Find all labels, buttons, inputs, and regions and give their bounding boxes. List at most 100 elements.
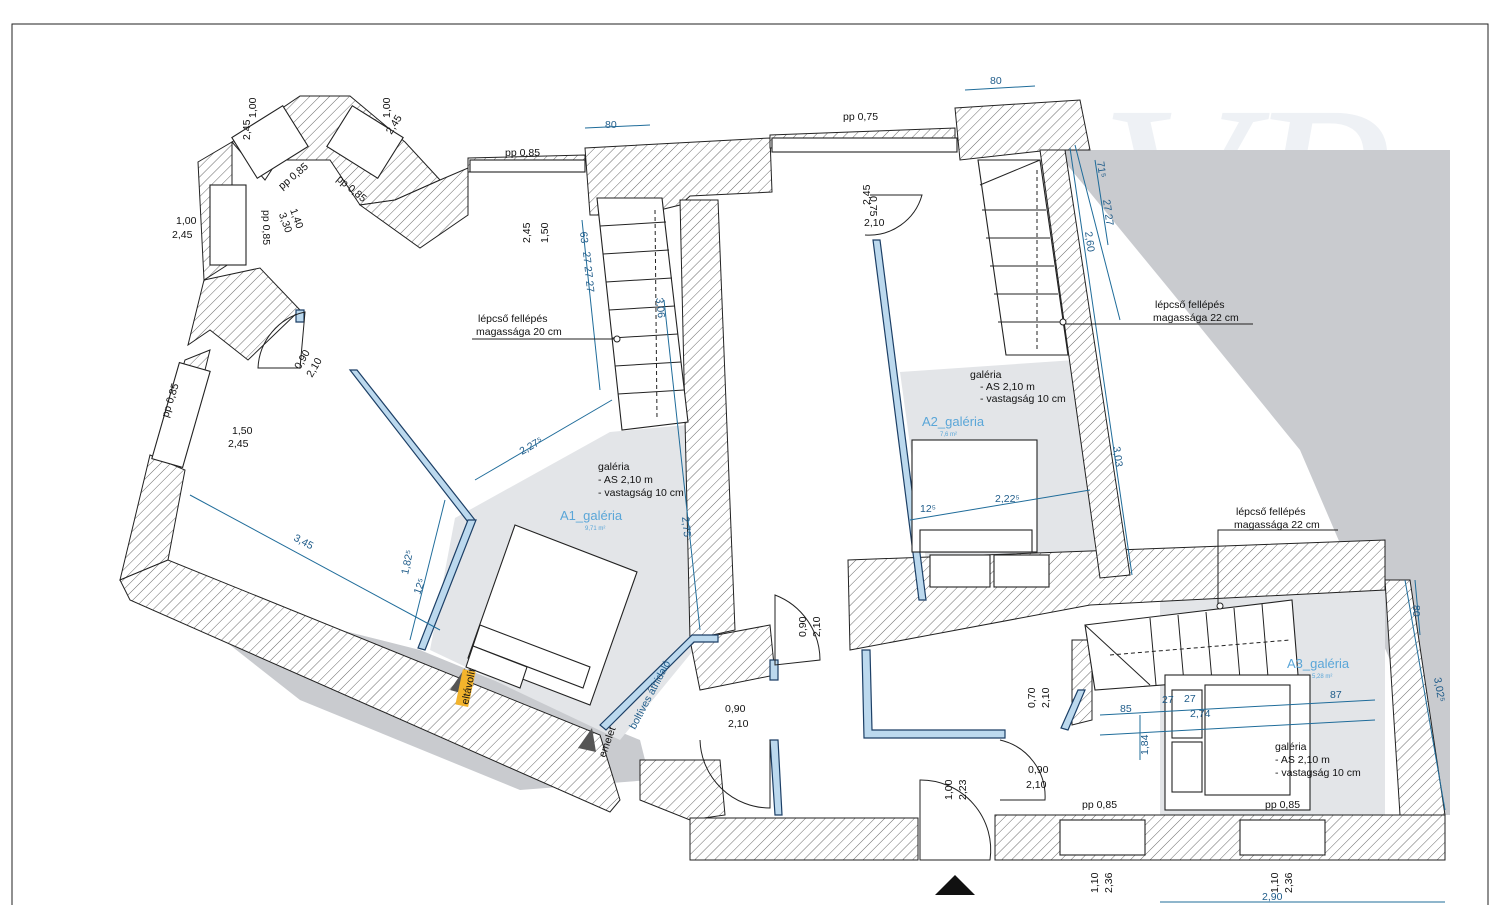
svg-text:3,06: 3,06: [653, 297, 667, 319]
door-swings: [257, 194, 1046, 861]
wall-left: [119, 454, 186, 581]
svg-text:lépcső fellépés: lépcső fellépés: [478, 313, 547, 325]
svg-text:- AS 2,10 m: - AS 2,10 m: [598, 474, 653, 486]
svg-text:27: 27: [1184, 693, 1196, 705]
gallery-a3-size: 5,28 m²: [1312, 674, 1332, 680]
dimension-lines: [189, 85, 1446, 903]
note-stair-3: lépcső fellépés magassága 22 cm: [1216, 506, 1338, 610]
gallery-a2-label: A2_galéria: [922, 414, 985, 429]
wall-center-pier: [679, 199, 736, 641]
bed-a3: [1164, 674, 1311, 811]
svg-text:2,45: 2,45: [172, 229, 193, 241]
svg-text:0,75: 0,75: [867, 196, 879, 217]
svg-text:2,10: 2,10: [1026, 779, 1047, 791]
svg-text:71⁵: 71⁵: [1094, 161, 1108, 179]
svg-text:87: 87: [1330, 689, 1342, 701]
window-labels: 1,00 2,45 1,00 2,45 1,00 2,45 1,50 2,45 …: [172, 97, 1295, 893]
svg-text:2,10: 2,10: [811, 616, 823, 637]
svg-text:1,84: 1,84: [1139, 734, 1151, 755]
roof-shadow-right: [1055, 150, 1450, 800]
svg-text:magassága 22 cm: magassága 22 cm: [1234, 519, 1320, 531]
svg-text:magassága 20 cm: magassága 20 cm: [476, 326, 562, 338]
svg-text:1,00: 1,00: [381, 97, 393, 118]
svg-text:27 27 27: 27 27 27: [580, 251, 596, 293]
sheet-frame: [11, 23, 1489, 905]
svg-text:1,10: 1,10: [1089, 872, 1101, 893]
svg-text:2,22⁵: 2,22⁵: [995, 493, 1020, 505]
svg-text:2,90: 2,90: [1262, 891, 1283, 903]
svg-text:63: 63: [577, 231, 590, 244]
svg-text:2,36: 2,36: [1103, 872, 1115, 893]
wall-bottom-left: [119, 559, 621, 813]
svg-text:0,90: 0,90: [725, 703, 746, 715]
svg-text:2,10: 2,10: [864, 217, 885, 229]
dimension-labels: 3,45 1,82⁵ 12⁵ 2,27⁵ 63 27 27 27 3,06 2,…: [292, 75, 1448, 903]
stair-2: [977, 159, 1069, 356]
svg-text:- vastagság 10 cm: - vastagság 10 cm: [598, 487, 684, 499]
svg-text:1,82⁵: 1,82⁵: [399, 549, 416, 576]
svg-text:pp 0,85: pp 0,85: [1265, 799, 1300, 811]
svg-text:galéria: galéria: [598, 461, 630, 473]
svg-text:85: 85: [1120, 703, 1132, 715]
svg-text:27 27: 27 27: [1100, 199, 1116, 227]
svg-text:2,45: 2,45: [521, 222, 533, 243]
svg-text:- AS 2,10 m: - AS 2,10 m: [1275, 754, 1330, 766]
note-stair-1: lépcső fellépés magassága 20 cm: [472, 313, 621, 343]
svg-text:pp 0,75: pp 0,75: [843, 111, 878, 123]
svg-text:1,00: 1,00: [247, 97, 259, 118]
gallery-a1-size: 9,71 m²: [585, 526, 605, 532]
svg-text:1,50: 1,50: [539, 222, 551, 243]
svg-text:lépcső fellépés: lépcső fellépés: [1155, 299, 1224, 311]
svg-text:2,36: 2,36: [1283, 872, 1295, 893]
entrance-arrow-icon: [935, 875, 975, 895]
svg-text:1,00: 1,00: [176, 215, 197, 227]
svg-text:2,75: 2,75: [679, 516, 693, 538]
note-gallery-1: galéria - AS 2,10 m - vastagság 10 cm: [598, 461, 684, 499]
note-gallery-2: galéria - AS 2,10 m - vastagság 10 cm: [970, 369, 1066, 405]
gallery-a1-label: A1_galéria: [560, 508, 623, 523]
gallery-a3-label: A3_galéria: [1287, 656, 1350, 671]
svg-text:galéria: galéria: [1275, 741, 1307, 753]
svg-text:2,10: 2,10: [728, 718, 749, 730]
wall-left-upper: [187, 267, 301, 361]
svg-text:2,23: 2,23: [957, 779, 969, 800]
note-stair-2: lépcső fellépés magassága 22 cm: [1059, 299, 1253, 326]
svg-text:80: 80: [605, 119, 617, 131]
svg-text:pp 0,85: pp 0,85: [276, 160, 311, 192]
svg-text:pp 0,85: pp 0,85: [505, 147, 540, 159]
svg-text:0,90: 0,90: [797, 616, 809, 637]
svg-text:galéria: galéria: [970, 369, 1002, 381]
svg-text:0,70: 0,70: [1026, 687, 1038, 708]
svg-text:12⁵: 12⁵: [412, 577, 429, 596]
svg-text:80: 80: [990, 75, 1002, 87]
bed-a1: [465, 524, 638, 706]
svg-text:2,45: 2,45: [861, 184, 873, 205]
svg-text:pp 0,85: pp 0,85: [260, 210, 272, 245]
svg-text:2,60: 2,60: [1082, 231, 1097, 253]
svg-text:0,90: 0,90: [1028, 764, 1049, 776]
svg-text:2,45: 2,45: [241, 119, 253, 140]
svg-text:1,50: 1,50: [232, 425, 253, 437]
wall-bottom-long: [689, 817, 919, 861]
svg-text:lépcső fellépés: lépcső fellépés: [1236, 506, 1305, 518]
svg-text:- vastagság 10 cm: - vastagság 10 cm: [1275, 767, 1361, 779]
svg-text:12⁵: 12⁵: [920, 503, 936, 515]
svg-text:1,10: 1,10: [1269, 872, 1281, 893]
stair-1: [596, 197, 689, 431]
wall-bottom-middle: [639, 759, 726, 821]
svg-text:3,45: 3,45: [292, 532, 316, 552]
svg-text:1,00: 1,00: [943, 779, 955, 800]
windows: [151, 104, 1326, 856]
svg-text:pp 0,85: pp 0,85: [1082, 799, 1117, 811]
svg-text:27: 27: [1162, 694, 1174, 706]
svg-text:3,02⁵: 3,02⁵: [1431, 676, 1447, 703]
svg-text:magassága 22 cm: magassága 22 cm: [1153, 312, 1239, 324]
svg-text:2,27⁵: 2,27⁵: [518, 435, 545, 458]
note-gallery-3: galéria - AS 2,10 m - vastagság 10 cm: [1275, 741, 1361, 779]
svg-text:3,03: 3,03: [1110, 446, 1125, 468]
svg-text:- AS 2,10 m: - AS 2,10 m: [980, 381, 1035, 393]
svg-text:- vastagság 10 cm: - vastagság 10 cm: [980, 393, 1066, 405]
gallery-a2-size: 7,6 m²: [940, 432, 957, 438]
svg-text:80: 80: [1410, 605, 1422, 617]
